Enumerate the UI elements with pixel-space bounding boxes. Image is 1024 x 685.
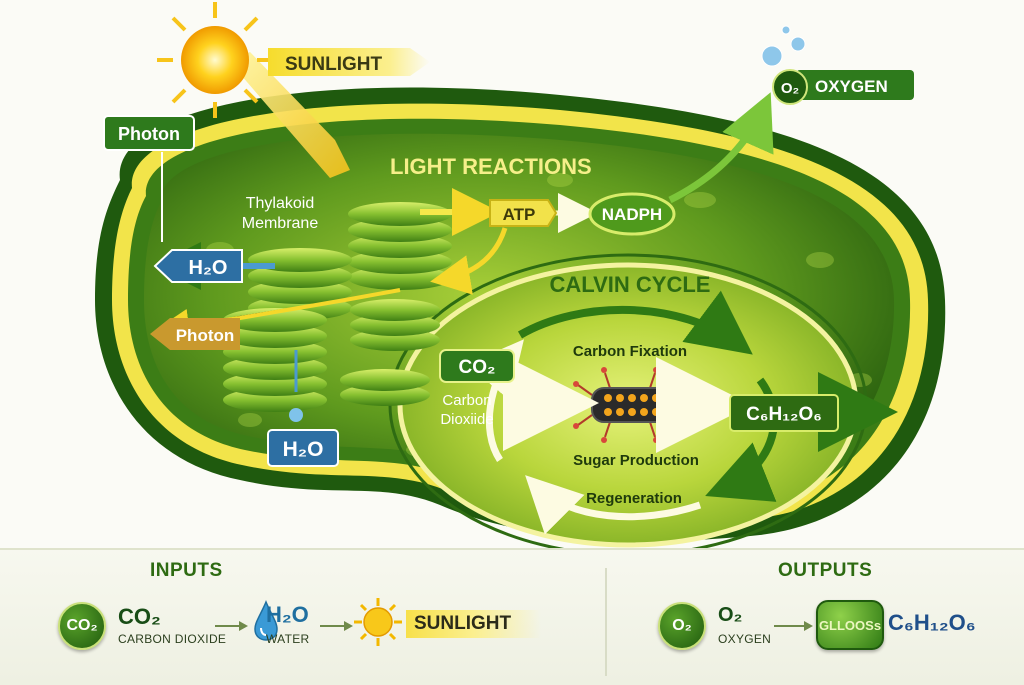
sugar-production-label: Sugar Production: [573, 452, 699, 469]
rubisco-enzyme-icon: [573, 367, 687, 443]
photon-left-label: Photon: [176, 326, 235, 345]
water-droplet-icon: [289, 408, 303, 422]
cycle-arrow-top: [517, 290, 753, 355]
sunlight-banner: [268, 48, 430, 76]
carbon-dioxide-line2: Dioxiide: [440, 411, 493, 428]
photon-top-label: Photon: [118, 124, 180, 144]
atp-box: [489, 199, 558, 227]
glucose-box: [729, 394, 839, 432]
nadph-label: NADPH: [602, 205, 662, 224]
h2o-lower-label: H₂O: [283, 438, 324, 461]
photon-top-box: [103, 115, 195, 151]
o2-output-badge: O₂: [658, 602, 706, 650]
cycle-arrow-bottom: [525, 475, 702, 535]
co2-input-formula: CO₂: [118, 604, 161, 629]
calvin-cycle-title: CALVIN CYCLE: [550, 272, 711, 297]
atp-to-calvin-arrow: [430, 227, 508, 295]
regeneration-label: Regeneration: [586, 490, 682, 507]
water-drop-icon: [254, 600, 278, 641]
oxygen-banner: [796, 70, 914, 100]
panel-divider: [605, 568, 607, 676]
co2-label: CO₂: [459, 357, 496, 378]
input-sun-icon: [354, 598, 402, 646]
h2o-input-name: WATER: [266, 632, 310, 646]
co2-box: [439, 349, 515, 383]
light-reactions-title: LIGHT REACTIONS: [390, 154, 592, 179]
h2o-upper-label: H₂O: [189, 257, 228, 279]
thylakoid-label-line1: Thylakoid: [246, 195, 314, 212]
thylakoid-label-line2: Membrane: [242, 215, 319, 232]
sun-icon: [157, 2, 273, 118]
bubbles-icon: [761, 25, 806, 67]
outputs-title: OUTPUTS: [778, 560, 873, 581]
h2o-lower-box: [267, 429, 339, 467]
h2o-upper-box: [153, 249, 243, 283]
sunlight-label: SUNLIGHT: [285, 54, 383, 75]
co2-input-name: CARBON DIOXIDE: [118, 632, 227, 646]
carbon-fixation-label: Carbon Fixation: [573, 343, 687, 360]
summary-panel: INPUTS OUTPUTS CO₂ CO₂ CARBON DIOXIDE H₂…: [0, 548, 1024, 685]
o2-badge-label: O₂: [781, 80, 799, 97]
chloroplast-illustration: SUNLIGHT Photon LIGHT REACTIONS Thylakoi…: [95, 2, 946, 557]
oxygen-label: OXYGEN: [815, 77, 888, 96]
sunlight-input-label: SUNLIGHT: [406, 610, 542, 638]
photon-left-box: [150, 318, 240, 350]
sunlight-beam: [228, 52, 350, 178]
glucose-label: C₆H₁₂O₆: [746, 404, 822, 425]
oxygen-release-arrow: [668, 92, 774, 204]
glucose-output-formula: C₆H₁₂O₆: [888, 610, 976, 635]
co2-input-badge: CO₂: [58, 602, 106, 650]
carbon-dioxide-line1: Carbon: [442, 392, 491, 409]
atp-label: ATP: [503, 205, 536, 224]
inputs-arrow-2: [320, 621, 353, 631]
inputs-arrow-1: [215, 621, 248, 631]
glucose-output-badge: GLLOOSs: [816, 600, 884, 650]
outputs-arrow: [774, 621, 813, 631]
o2-output-name: OXYGEN: [718, 632, 772, 646]
o2-output-formula: O₂: [718, 604, 743, 626]
o2-badge: [772, 69, 808, 105]
h2o-input-formula: H₂O: [266, 602, 309, 627]
inputs-title: INPUTS: [150, 560, 223, 581]
nadph-pill: [588, 192, 676, 236]
